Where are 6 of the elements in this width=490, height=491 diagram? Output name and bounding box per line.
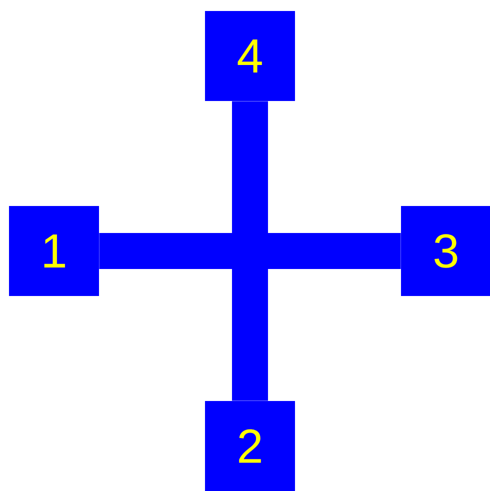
number-box: 4 bbox=[205, 11, 295, 101]
number-box: 3 bbox=[401, 206, 490, 296]
number-box: 2 bbox=[205, 401, 295, 491]
number-box: 1 bbox=[9, 206, 99, 296]
connector-bar bbox=[99, 233, 401, 269]
connector-bar bbox=[232, 101, 268, 401]
